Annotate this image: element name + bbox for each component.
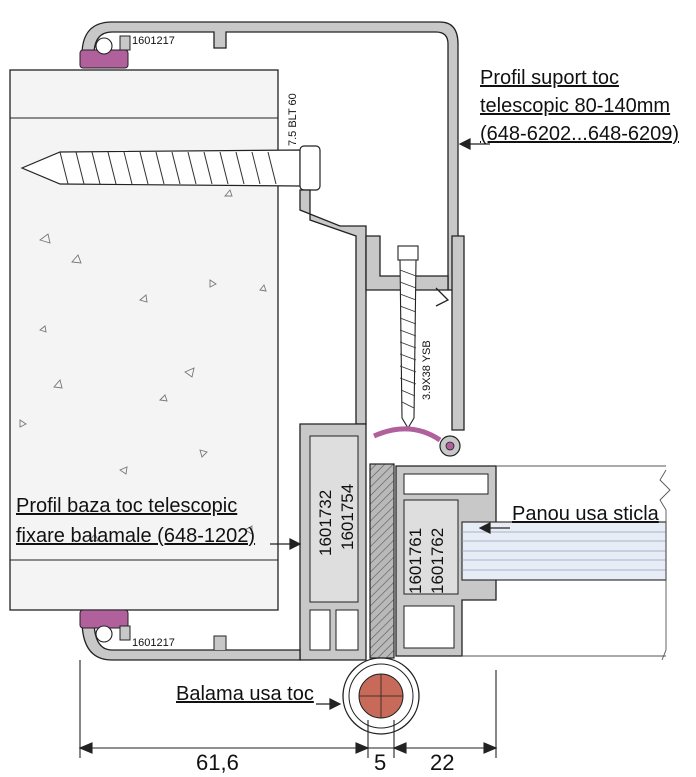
top-gasket: [79, 35, 131, 69]
base-label-line2: fixare balamale (648-1202): [16, 525, 255, 547]
support-profile: [81, 21, 465, 431]
frame-screw: [397, 245, 419, 430]
hinge-barrel: [342, 657, 420, 735]
wall-screw-code: 7.5 BLT 60: [287, 93, 299, 146]
door-leaf-profile: [395, 465, 497, 657]
wall-screw: [20, 145, 321, 191]
dimension-5: 5: [374, 750, 386, 775]
support-label-line2: telescopic 80-140mm: [480, 95, 670, 117]
seal-code-bottom: 1601217: [132, 637, 175, 649]
support-label-line1: Profil suport toc: [480, 67, 619, 89]
seal-code-top: 1601217: [132, 35, 175, 47]
leaf-seal: [372, 426, 461, 457]
base-code-b: 1601754: [338, 484, 357, 550]
panel-label: Panou usa sticla: [512, 503, 660, 525]
dimension-61-6: 61,6: [196, 750, 239, 775]
base-profile: [81, 423, 367, 661]
frame-screw-code: 3.9X38 YSB: [421, 340, 433, 400]
leaf-code-a: 1601761: [406, 528, 425, 594]
leader-arrows: [270, 138, 510, 710]
base-label-line1: Profil baza toc telescopic: [16, 495, 237, 517]
spacer-strip: [369, 463, 395, 659]
glass-panel: [461, 465, 671, 661]
dimension-lines: [78, 660, 498, 758]
leaf-code-b: 1601762: [428, 528, 447, 594]
base-code-a: 1601732: [316, 490, 335, 556]
concrete-speckle: [19, 189, 267, 542]
bottom-gasket: [79, 609, 131, 643]
dimension-22: 22: [430, 750, 454, 775]
hinge-label: Balama usa toc: [176, 683, 314, 705]
support-label-line3: (648-6202...648-6209): [480, 123, 679, 145]
